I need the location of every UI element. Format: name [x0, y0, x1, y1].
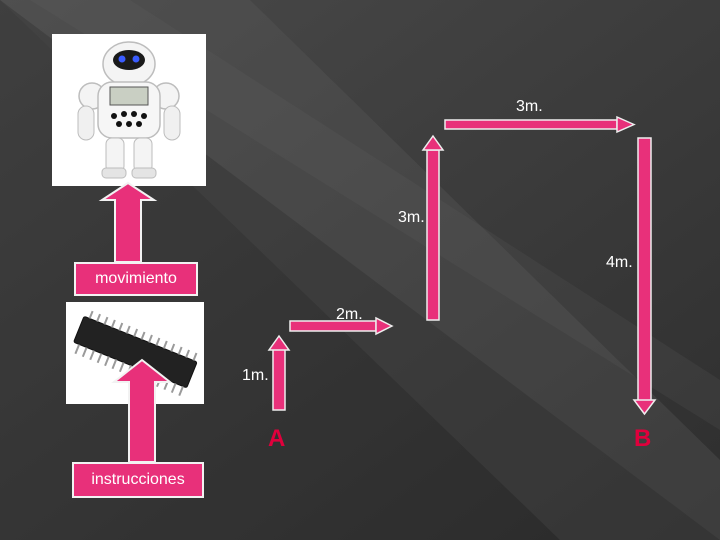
- movimiento-box: movimiento: [74, 262, 198, 296]
- movimiento-label: movimiento: [95, 270, 177, 287]
- path-seg-4m: [637, 137, 652, 403]
- point-b: B: [634, 425, 652, 452]
- robot-image: [52, 34, 206, 186]
- path-seg-3m-horizontal: [444, 119, 618, 130]
- path-seg-2m: [289, 320, 377, 332]
- path-seg-3m-horizontal-head: [616, 115, 636, 134]
- distance-label-1m: 1m.: [242, 367, 269, 384]
- path-seg-1m: [272, 347, 286, 411]
- path-seg-4m-head: [632, 399, 657, 416]
- robot-icon: [77, 41, 181, 179]
- distance-label-2m: 2m.: [336, 306, 363, 323]
- path-seg-2m-head: [375, 316, 394, 336]
- distance-label-4m: 4m.: [606, 254, 633, 271]
- up-arrow-to-robot: [98, 181, 158, 263]
- path-seg-3m-vertical-head: [421, 134, 445, 151]
- up-arrow-to-chip: [111, 358, 173, 463]
- point-a: A: [268, 425, 286, 452]
- distance-label-3m-horizontal: 3m.: [516, 98, 543, 115]
- instrucciones-box: instrucciones: [72, 462, 204, 498]
- path-seg-3m-vertical: [426, 149, 440, 321]
- distance-label-3m-vertical: 3m.: [398, 209, 425, 226]
- path-seg-1m-head: [267, 334, 291, 351]
- instrucciones-label: instrucciones: [91, 471, 185, 488]
